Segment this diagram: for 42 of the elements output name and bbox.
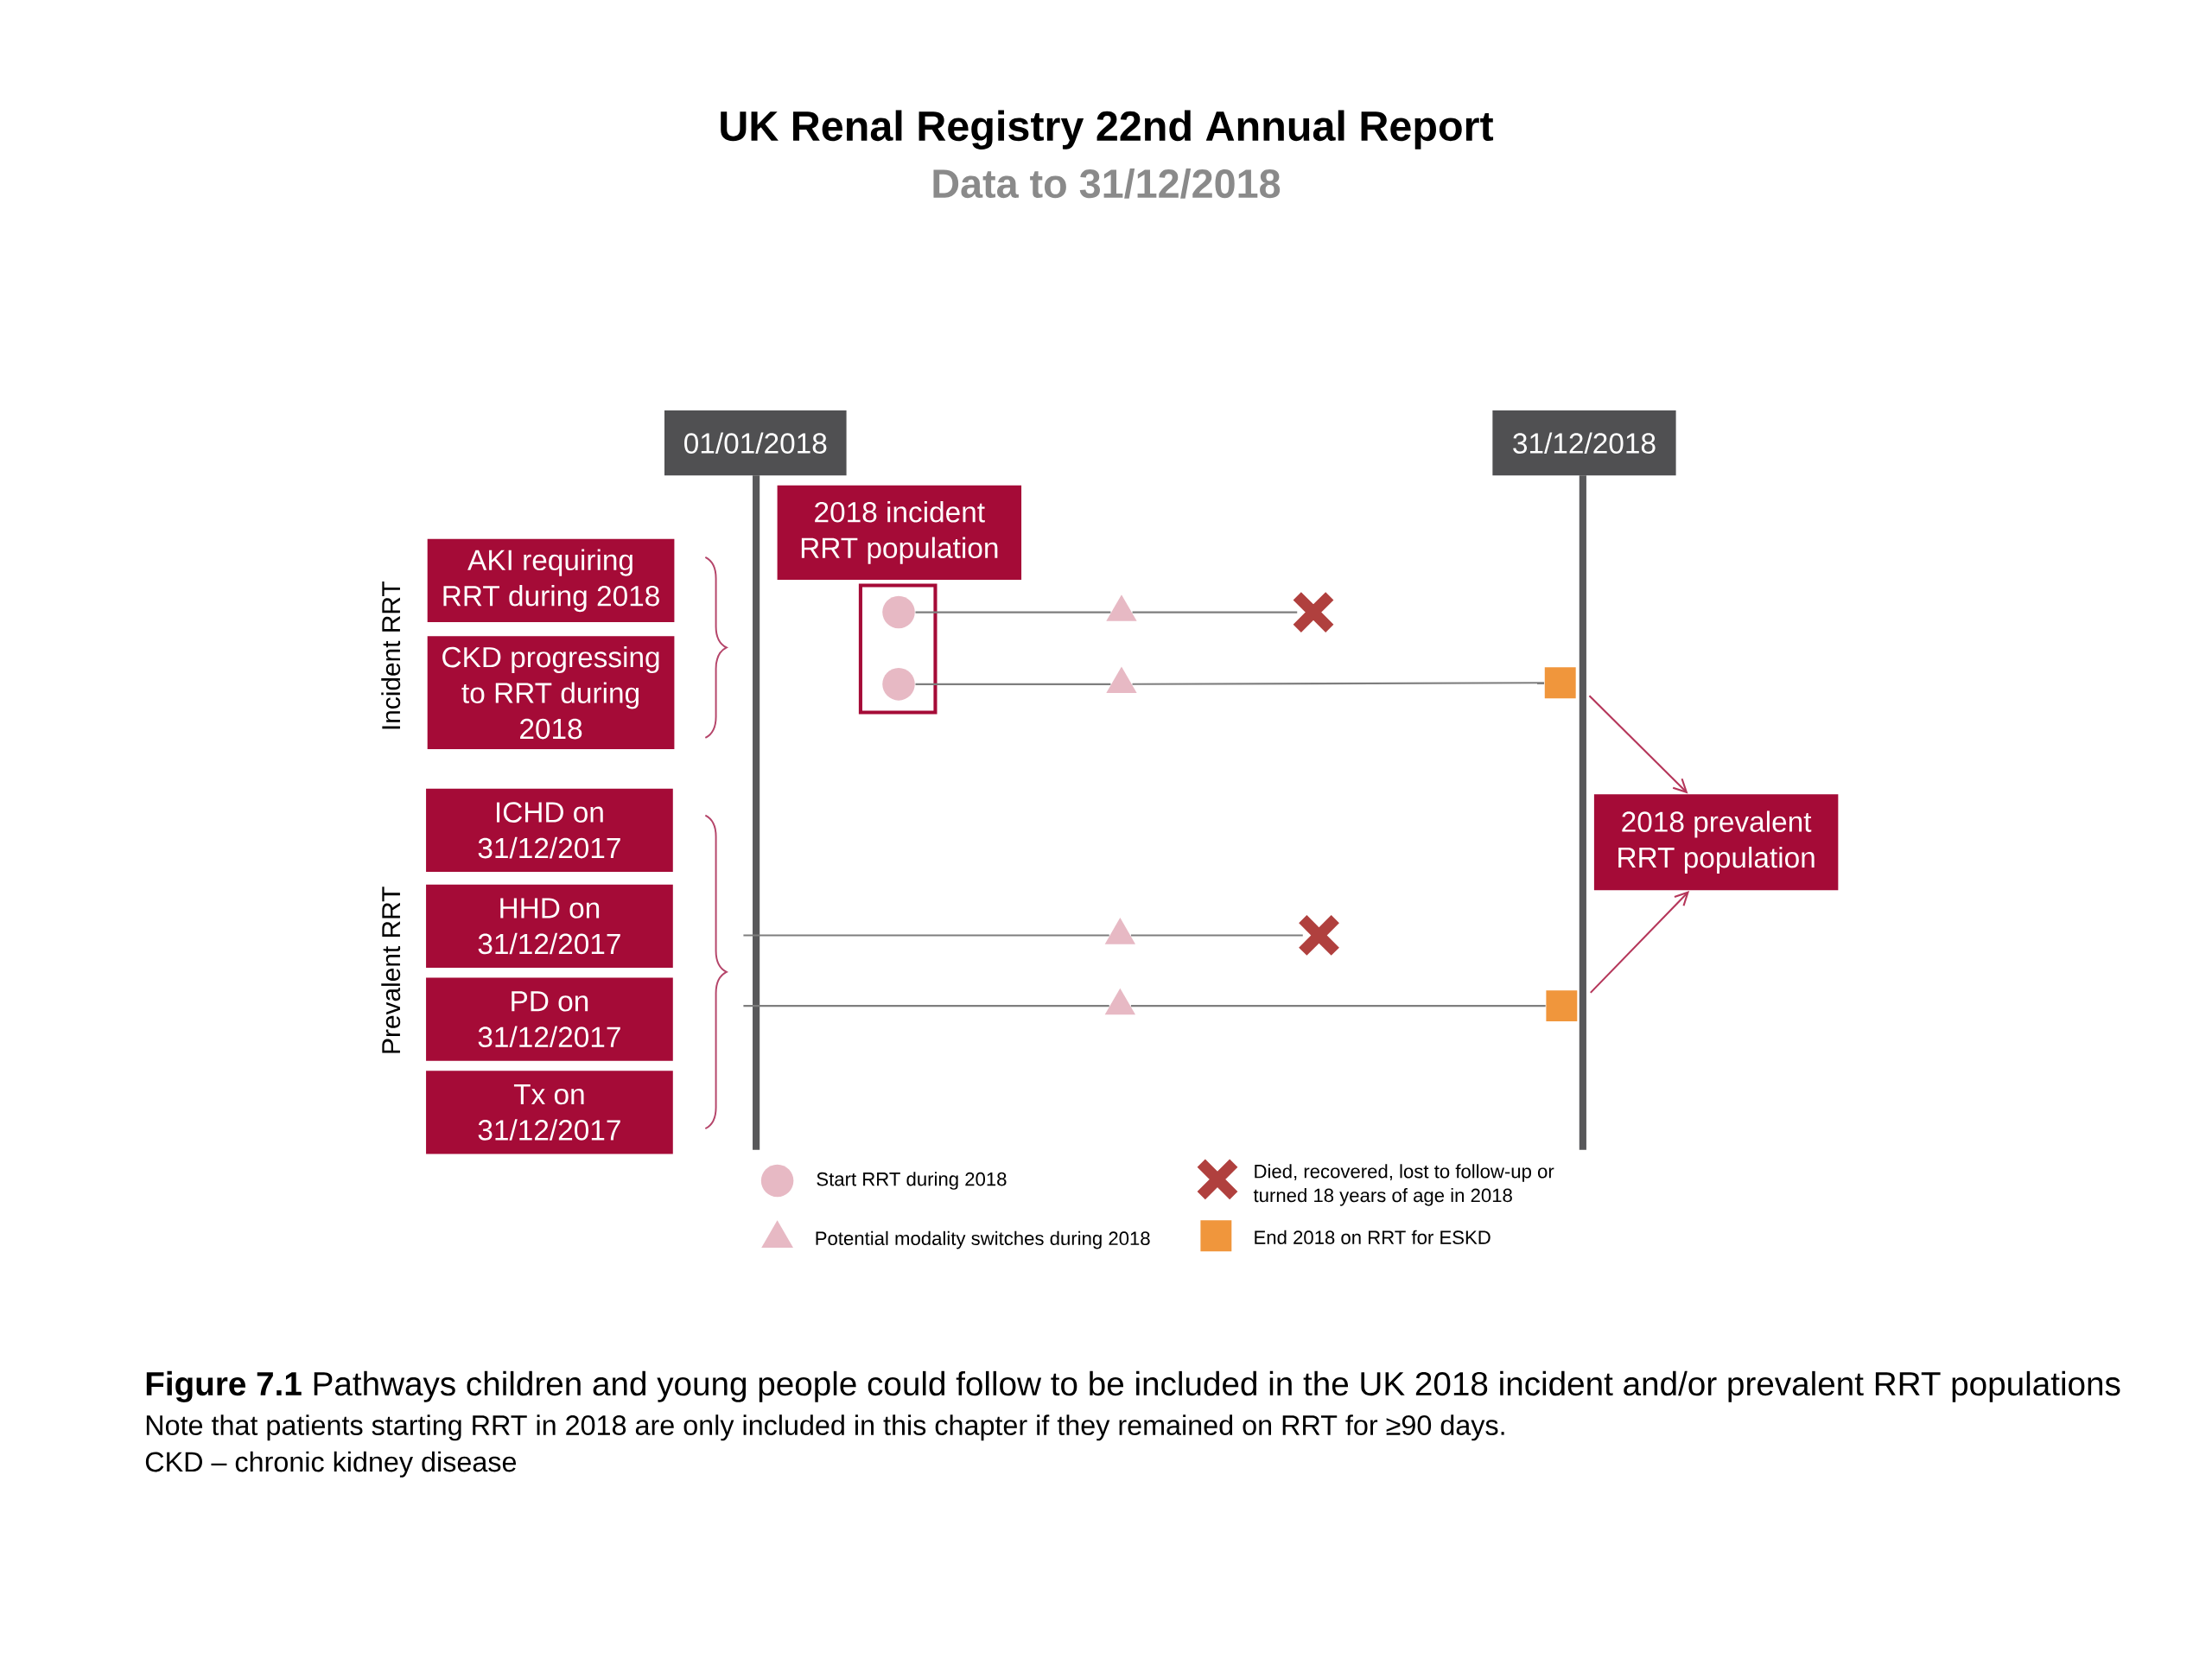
triangle-marker bbox=[1106, 594, 1137, 621]
square-marker bbox=[1544, 667, 1576, 699]
group-label: Prevalent RRT bbox=[381, 887, 401, 1053]
legend-text: Start RRT during 2018 bbox=[817, 1172, 1007, 1190]
pathway-line bbox=[1132, 611, 1298, 613]
group-label: Incident RRT bbox=[381, 582, 401, 729]
category-box: ICHD on 31/12/2017 bbox=[426, 788, 673, 872]
date-box: 01/01/2018 bbox=[664, 410, 847, 476]
note-text: CKD – chronic kidney disease bbox=[145, 1451, 517, 1478]
category-box: PD on 31/12/2017 bbox=[426, 977, 673, 1061]
triangle-marker bbox=[1104, 988, 1135, 1015]
triangle-marker bbox=[1104, 918, 1135, 944]
arrow bbox=[1588, 695, 1688, 794]
cross-marker bbox=[1297, 913, 1341, 957]
population-box: 2018 incident RRT population bbox=[777, 485, 1022, 581]
pathway-line bbox=[743, 934, 1109, 937]
circle-marker bbox=[882, 668, 915, 701]
legend-text: Potential modality switches during 2018 bbox=[816, 1230, 1150, 1249]
legend-text: End 2018 on RRT for ESKD bbox=[1255, 1230, 1491, 1244]
square-marker bbox=[1546, 990, 1578, 1022]
note-text: Note that patients starting RRT in 2018 are only included in this chapter if they remained on RRT for ≥90 days. bbox=[146, 1414, 1504, 1441]
pathway-line bbox=[1130, 934, 1303, 937]
category-box: Tx on 31/12/2017 bbox=[426, 1071, 673, 1154]
cross-marker bbox=[1291, 590, 1336, 634]
pathway-line bbox=[915, 611, 1111, 613]
title: UK Renal Registry 22nd Annual Report bbox=[721, 110, 1494, 149]
pathway-line bbox=[743, 1005, 1109, 1007]
subtitle: Data to 31/12/2018 bbox=[933, 168, 1281, 199]
arrow bbox=[1590, 890, 1690, 994]
pathway-line bbox=[1130, 1005, 1546, 1007]
triangle-marker bbox=[1106, 666, 1137, 694]
legend-text: Died, recovered, lost to follow-up or turned 18 years of age in 2018 bbox=[1253, 1164, 1554, 1206]
date-box: 31/12/2018 bbox=[1492, 410, 1676, 476]
outline-box bbox=[858, 583, 938, 715]
category-box: AKI requiring RRT during 2018 bbox=[427, 538, 675, 622]
category-box: CKD progressing to RRT during 2018 bbox=[427, 636, 675, 749]
caption: Figure 7.1 Pathways children and young people could follow to be included in the UK 2018 incident and/or prevalent RRT populations bbox=[146, 1370, 2120, 1403]
category-box: HHD on 31/12/2017 bbox=[426, 884, 673, 969]
pathway-line bbox=[915, 683, 1111, 685]
circle-marker bbox=[882, 595, 915, 629]
pathway-line bbox=[1132, 682, 1545, 685]
population-box: 2018 prevalent RRT population bbox=[1593, 794, 1839, 891]
